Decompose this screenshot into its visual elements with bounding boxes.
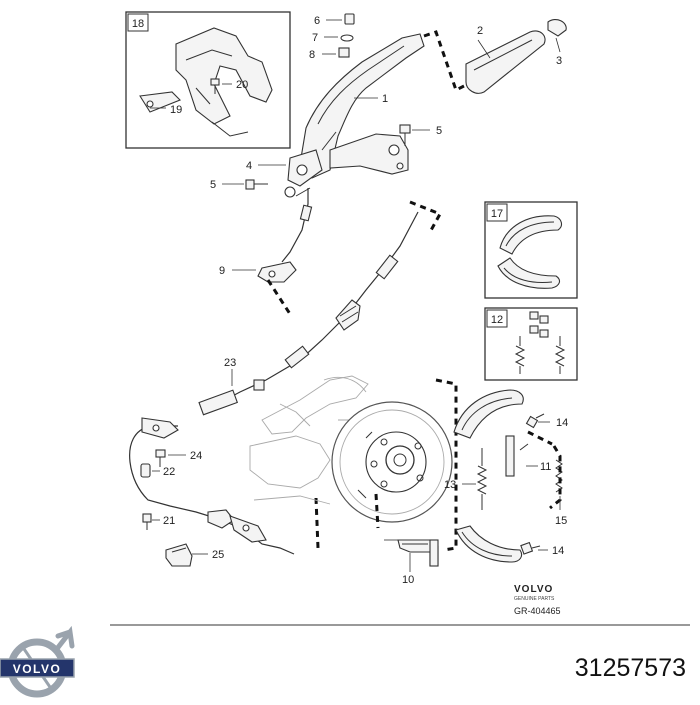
box-label-18: 18 xyxy=(132,18,144,30)
clip-7: 7 xyxy=(312,32,354,44)
hub-dash-link xyxy=(374,493,380,529)
bolt-5-upper: 5 xyxy=(399,124,442,146)
lower-left-cable xyxy=(129,417,295,555)
handle-grip: 2 xyxy=(465,25,546,94)
callout-4: 4 xyxy=(246,160,252,172)
callout-3: 3 xyxy=(556,55,562,67)
adjuster-10: 10 xyxy=(384,539,439,586)
callout-14-lower: 14 xyxy=(552,545,564,557)
pin-4: 4 xyxy=(246,160,286,172)
brand-name: VOLVO xyxy=(514,584,553,595)
cable-dash-left xyxy=(266,279,292,315)
cable-dash-top xyxy=(409,200,443,233)
callout-25: 25 xyxy=(212,549,224,561)
callout-11: 11 xyxy=(540,461,551,473)
callout-8: 8 xyxy=(309,49,315,61)
pin-14-upper: 14 xyxy=(525,413,568,429)
callout-5-lower: 5 xyxy=(210,179,216,191)
strut-dash xyxy=(527,430,553,446)
pin-14-lower: 14 xyxy=(520,541,564,557)
bracket-part xyxy=(139,27,273,137)
spring-13: 13 xyxy=(444,448,488,510)
callout-1: 1 xyxy=(382,93,388,105)
callout-6: 6 xyxy=(314,15,320,27)
nut-8: 8 xyxy=(309,47,350,61)
callout-13: 13 xyxy=(444,479,456,491)
brand-subtitle: GENUINE PARTS xyxy=(514,596,555,602)
brake-lever-assembly: 1 xyxy=(284,33,425,198)
shoe-dash-bracket xyxy=(435,378,458,552)
inset-box-12: 12 xyxy=(484,307,578,381)
box-label-17: 17 xyxy=(491,208,503,220)
part-number: 31257573 xyxy=(575,654,686,682)
brand-block: VOLVO GENUINE PARTS GR-404465 xyxy=(514,584,561,616)
callout-10: 10 xyxy=(402,574,414,586)
bolt-20 xyxy=(210,78,220,94)
fastener-6: 6 xyxy=(314,13,355,27)
volvo-logo: VOLVO xyxy=(0,625,75,698)
bolt-21: 21 xyxy=(142,513,175,530)
callout-23: 23 xyxy=(224,357,236,369)
callout-22: 22 xyxy=(163,466,175,478)
handle-cap: 3 xyxy=(547,19,567,67)
callout-19: 19 xyxy=(170,104,182,116)
callout-24: 24 xyxy=(190,450,202,462)
spring-15: 15 xyxy=(549,445,567,527)
spring-15-dash xyxy=(549,445,562,510)
inset-box-18: 18 20 19 xyxy=(125,11,291,149)
callout-9: 9 xyxy=(219,265,225,277)
callout-5-upper: 5 xyxy=(436,125,442,137)
handle-dash-link xyxy=(423,30,465,93)
bolt-5-lower: 5 xyxy=(210,179,268,191)
clip-25: 25 xyxy=(165,543,224,567)
callout-14-upper: 14 xyxy=(556,417,568,429)
brake-disc xyxy=(331,401,453,523)
cable-dash-vertical xyxy=(314,497,320,549)
diagram-reference: GR-404465 xyxy=(514,606,561,616)
box-label-12: 12 xyxy=(491,314,503,326)
spacer-22: 22 xyxy=(140,463,175,478)
callout-15: 15 xyxy=(555,515,567,527)
brake-shoes xyxy=(453,389,524,563)
callout-7: 7 xyxy=(312,32,318,44)
callout-2: 2 xyxy=(477,25,483,37)
inset-box-17: 17 xyxy=(484,201,578,299)
callout-21: 21 xyxy=(163,515,175,527)
cable-9: 9 xyxy=(219,188,313,283)
bolt-24: 24 xyxy=(155,449,202,467)
main-cable-23: 23 xyxy=(198,211,419,416)
callout-20: 20 xyxy=(236,79,248,91)
logo-wordmark: VOLVO xyxy=(13,662,62,676)
strut-11: 11 xyxy=(505,430,553,477)
